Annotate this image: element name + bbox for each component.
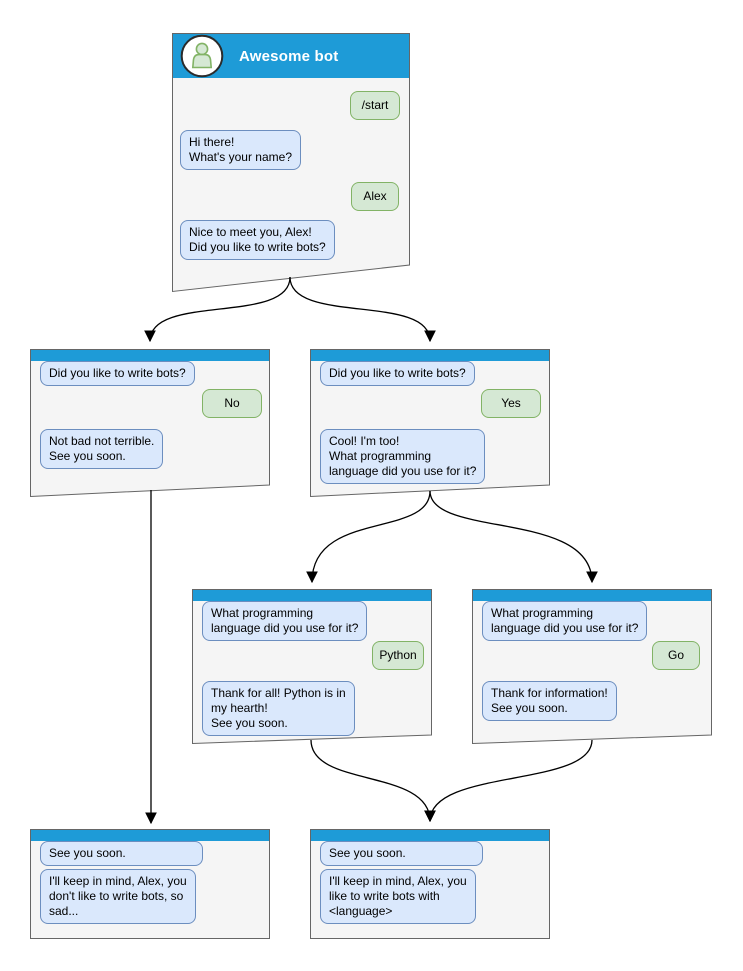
window-titlebar [31, 350, 269, 361]
connector-yes-to-go [429, 490, 598, 584]
connector-yes-to-python [306, 490, 431, 584]
bot-message-bubble: Thank for all! Python is in my hearth! S… [202, 681, 355, 736]
window-titlebar [473, 590, 711, 601]
chat-window-branch-python: What programming language did you use fo… [192, 589, 432, 744]
bot-avatar-person-icon [180, 34, 224, 78]
chat-window-main: Awesome bot /start Hi there! What's your… [172, 33, 410, 293]
connector-python-to-end [310, 739, 436, 823]
user-message-bubble: Alex [351, 182, 399, 211]
user-message-bubble: Python [372, 641, 424, 670]
window-titlebar [311, 830, 549, 841]
window-titlebar [311, 350, 549, 361]
bot-message-bubble: I'll keep in mind, Alex, you don't like … [40, 869, 196, 924]
window-titlebar: Awesome bot [173, 34, 409, 78]
chat-window-branch-yes: Did you like to write bots? Yes Cool! I'… [310, 349, 550, 497]
user-message-bubble: Yes [481, 389, 541, 418]
bot-message-bubble: Thank for information! See you soon. [482, 681, 617, 721]
bot-message-bubble: Nice to meet you, Alex! Did you like to … [180, 220, 335, 260]
chat-window-end-yes: See you soon. I'll keep in mind, Alex, y… [310, 829, 550, 939]
user-message-bubble: /start [350, 91, 400, 120]
bot-message-bubble: I'll keep in mind, Alex, you like to wri… [320, 869, 476, 924]
bot-message-bubble: What programming language did you use fo… [482, 601, 648, 641]
window-title: Awesome bot [239, 47, 339, 65]
bot-message-bubble: See you soon. [320, 841, 483, 866]
connector-go-to-end [424, 739, 593, 823]
chat-window-branch-no: Did you like to write bots? No Not bad n… [30, 349, 270, 497]
bot-message-bubble: Did you like to write bots? [320, 361, 475, 386]
bot-message-bubble: Did you like to write bots? [40, 361, 195, 386]
chat-window-end-no: See you soon. I'll keep in mind, Alex, y… [30, 829, 270, 939]
bot-message-bubble: See you soon. [40, 841, 203, 866]
user-message-bubble: No [202, 389, 262, 418]
bot-message-bubble: Cool! I'm too! What programming language… [320, 429, 486, 484]
user-message-bubble: Go [652, 641, 700, 670]
window-titlebar [31, 830, 269, 841]
bot-message-bubble: Hi there! What's your name? [180, 130, 302, 170]
window-titlebar [193, 590, 431, 601]
bot-message-bubble: What programming language did you use fo… [202, 601, 368, 641]
chat-window-branch-go: What programming language did you use fo… [472, 589, 712, 744]
bot-message-bubble: Not bad not terrible. See you soon. [40, 429, 164, 469]
